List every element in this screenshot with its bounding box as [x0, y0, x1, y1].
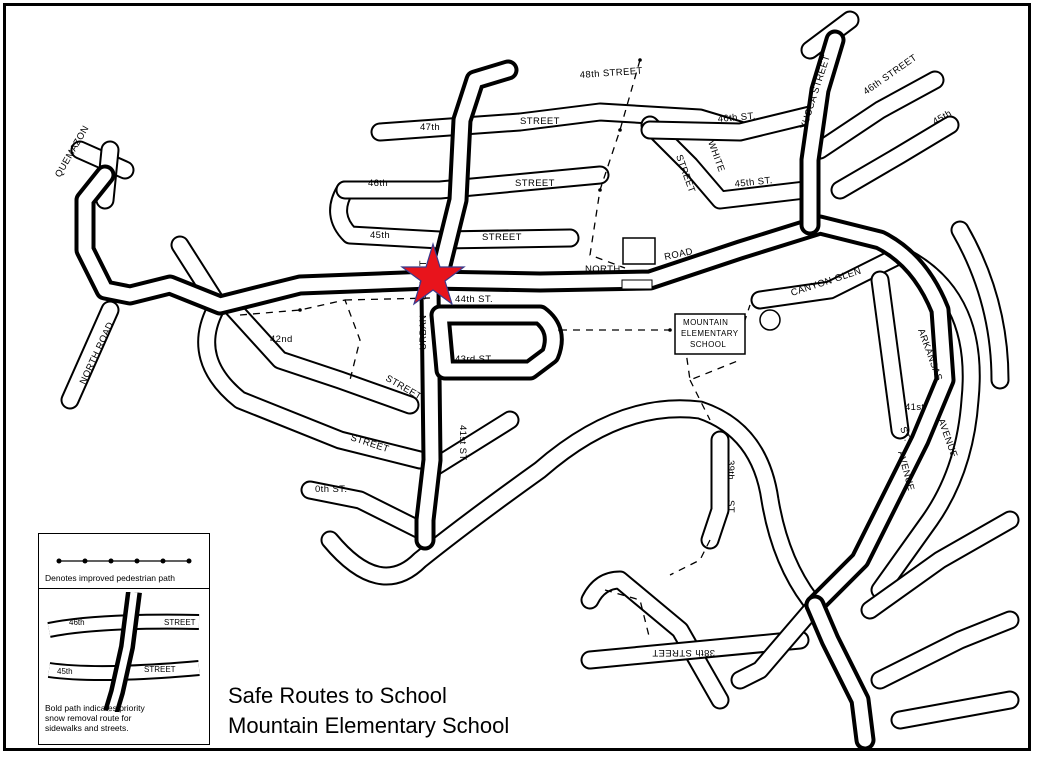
label-40th-st: 0th ST. — [315, 484, 347, 495]
label-39-st: ST. — [725, 500, 736, 515]
map-title-line2: Mountain Elementary School — [228, 713, 510, 738]
label-41st-st: 41st ST. — [457, 425, 468, 463]
label-39th: 39th — [725, 460, 736, 480]
priority-streets — [74, 29, 956, 751]
legend-45th: 45th — [57, 667, 73, 676]
school-label-line1: MOUNTAIN — [683, 318, 728, 327]
canyon-glen-cul-de-sac — [759, 309, 781, 331]
label-43rd-st: 43rd ST. — [455, 354, 494, 365]
label-45-street: STREET — [482, 232, 522, 243]
map-legend: Denotes improved pedestrian path 46th ST… — [38, 533, 210, 745]
label-45th-st: 45th ST. — [734, 175, 773, 190]
label-47th: 47th — [420, 122, 440, 133]
label-urban: URBAN — [418, 315, 429, 350]
building-north — [622, 237, 656, 265]
legend-pedestrian-label: Denotes improved pedestrian path — [45, 573, 175, 583]
legend-46th: 46th — [69, 618, 85, 627]
legend-46-street: STREET — [164, 618, 196, 627]
label-47-street: STREET — [520, 116, 560, 127]
label-46th: 46th — [368, 178, 388, 189]
legend-45-street: STREET — [144, 665, 176, 674]
label-48th-street: 48th STREET — [579, 66, 643, 81]
label-white: WHITE — [705, 139, 726, 173]
label-north: NORTH — [585, 264, 621, 275]
star-icon[interactable] — [400, 241, 466, 306]
label-42nd: 42nd — [270, 334, 293, 345]
school-label-line3: SCHOOL — [690, 340, 726, 349]
legend-bold-path-label: Bold path indicates priority snow remova… — [45, 703, 145, 733]
label-46-street: STREET — [515, 178, 555, 189]
crosswalk-icon — [621, 279, 653, 290]
legend-bold-path-sample: 46th STREET 45th STREET — [47, 592, 200, 712]
label-45th: 45th — [370, 230, 390, 241]
label-41st-east: 41st — [905, 402, 925, 413]
label-44th-st: 44th ST. — [455, 294, 493, 305]
pedestrian-paths — [239, 58, 751, 641]
label-38th-street: 38th STREET — [652, 647, 715, 658]
school-label-line2: ELEMENTARY — [681, 329, 739, 338]
legend-pedestrian-section: Denotes improved pedestrian path — [39, 534, 209, 589]
legend-pedestrian-path-icon — [56, 558, 192, 564]
label-st-east: ST. — [897, 425, 912, 443]
label-46th-st: 46th ST. — [717, 111, 756, 125]
map-title-line1: Safe Routes to School — [228, 683, 447, 708]
school-building[interactable]: MOUNTAIN ELEMENTARY SCHOOL — [674, 313, 746, 355]
